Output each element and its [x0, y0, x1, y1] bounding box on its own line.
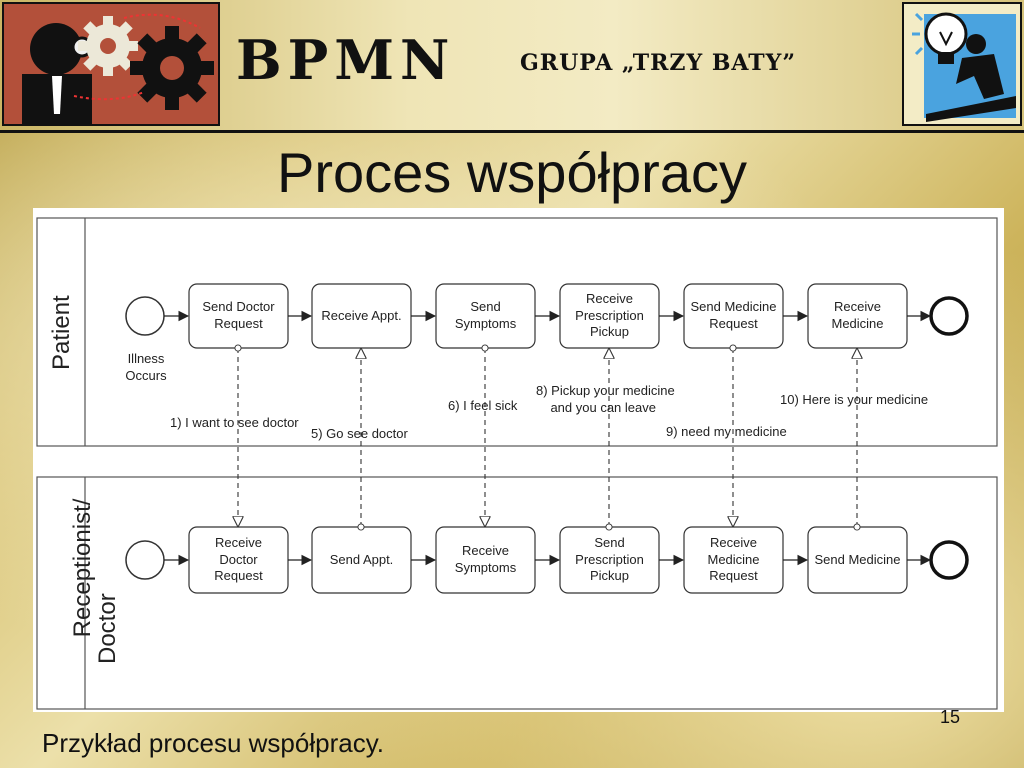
doctor-lane-text: Receptionist/ Doctor — [69, 498, 122, 664]
doctor-task-3-label: Receive Symptoms — [454, 543, 517, 575]
message-8-label: 8) Pickup your medicine and you can leav… — [536, 383, 675, 415]
doctor-task-6-label: Send Medicine — [814, 551, 901, 567]
message-10-label: 10) Here is your medicine — [780, 392, 929, 407]
lightbulb-logo — [902, 2, 1022, 126]
patient-end-event — [929, 296, 969, 336]
patient-task-2-label: Receive Appt. — [321, 307, 402, 323]
doctor-task-4-label: Send Prescription Pickup — [575, 534, 644, 584]
patient-task-4-label: Receive Prescription Pickup — [575, 290, 644, 340]
patient-task-1-label: Send Doctor Request — [202, 299, 275, 331]
doctor-task-1-label: Receive Doctor Request — [214, 534, 263, 584]
patient-start-event — [125, 296, 165, 336]
bpmn-logo-text: BPMN — [236, 28, 456, 92]
doctor-end-event — [929, 540, 969, 580]
start-event-label: Illness Occurs — [125, 351, 167, 383]
slide-header: BPMN GRUPA „TRZY BATY” — [0, 0, 1024, 133]
gears-logo — [2, 2, 220, 126]
slide-title: Proces współpracy — [277, 141, 747, 204]
patient-lane-label: Patient — [48, 295, 75, 370]
doctor-task-2-label: Send Appt. — [329, 551, 394, 567]
group-name: GRUPA „TRZY BATY” — [520, 50, 797, 76]
message-6-label: 6) I feel sick — [448, 398, 518, 413]
slide-footer: Przykład procesu współpracy. — [42, 728, 384, 758]
patient-task-6-label: Receive Medicine — [831, 299, 884, 331]
collaboration-diagram: Patient Receptionist/ Doctor Illness Occ… — [33, 208, 1004, 712]
message-5-label: 5) Go see doctor — [311, 426, 408, 441]
message-1-label: 1) I want to see doctor — [170, 415, 299, 430]
message-9-label: 9) need my medicine — [666, 424, 787, 439]
doctor-lane-label: Receptionist/ Doctor — [45, 499, 146, 664]
doctor-task-5-label: Receive Medicine Request — [707, 534, 760, 584]
patient-task-3-label: Send Symptoms — [454, 299, 517, 331]
page-number: 15 — [939, 707, 960, 727]
patient-task-5-label: Send Medicine Request — [690, 299, 777, 331]
